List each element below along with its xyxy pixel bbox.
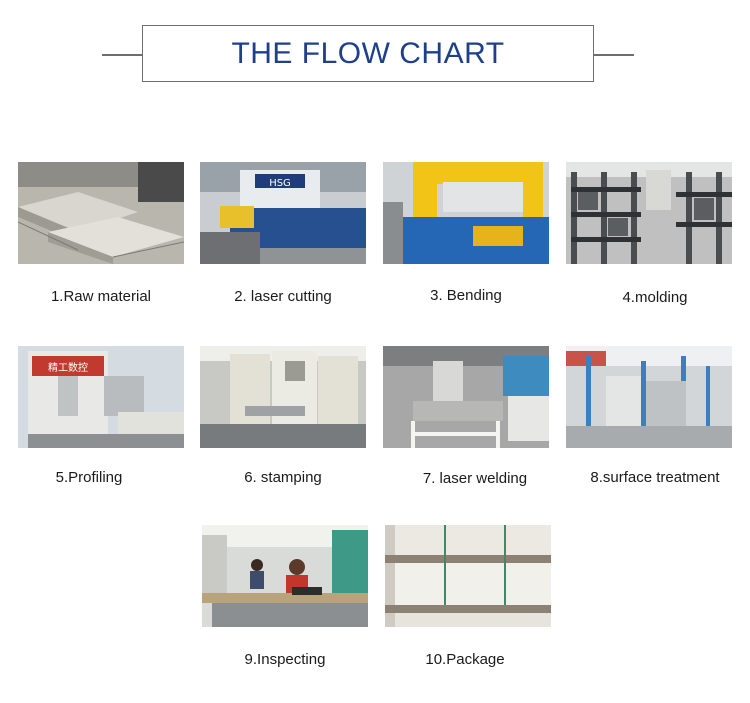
inspecting-photo-icon xyxy=(202,525,368,627)
surface-treatment-photo-icon xyxy=(566,346,732,448)
step-1-label: 1.Raw material xyxy=(50,288,152,305)
step-8-photo xyxy=(566,346,732,448)
bending-photo-icon xyxy=(383,162,549,264)
page-title: THE FLOW CHART xyxy=(231,36,505,70)
step-9-photo xyxy=(202,525,368,627)
title-frame xyxy=(142,25,594,82)
svg-text:精工数控: 精工数控 xyxy=(48,361,88,374)
title-line-left xyxy=(102,54,142,56)
step-5-photo: 精工数控 xyxy=(18,346,184,448)
package-photo-icon xyxy=(385,525,551,627)
step-3-label: 3. Bending xyxy=(430,287,502,304)
step-9-label: 9.Inspecting xyxy=(244,651,326,668)
step-7-label: 7. laser welding xyxy=(422,470,528,487)
step-1-photo xyxy=(18,162,184,264)
step-2-label: 2. laser cutting xyxy=(234,288,332,305)
svg-text:HSG: HSG xyxy=(269,178,291,189)
laser-cutting-photo-icon: HSG xyxy=(200,162,366,264)
step-2-photo: HSG xyxy=(200,162,366,264)
step-7-photo xyxy=(383,346,549,448)
step-10-label: 10.Package xyxy=(425,651,505,668)
step-4-photo xyxy=(566,162,732,264)
step-6-photo xyxy=(200,346,366,448)
molding-photo-icon xyxy=(566,162,732,264)
step-10-photo xyxy=(385,525,551,627)
title-line-right xyxy=(594,54,634,56)
step-6-label: 6. stamping xyxy=(244,469,322,486)
step-3-photo xyxy=(383,162,549,264)
step-5-label: 5.Profiling xyxy=(55,469,123,486)
stamping-photo-icon xyxy=(200,346,366,448)
laser-welding-photo-icon xyxy=(383,346,549,448)
raw-material-photo-icon xyxy=(18,162,184,264)
step-4-label: 4.molding xyxy=(622,289,688,306)
profiling-photo-icon: 精工数控 xyxy=(18,346,184,448)
step-8-label: 8.surface treatment xyxy=(590,469,720,486)
